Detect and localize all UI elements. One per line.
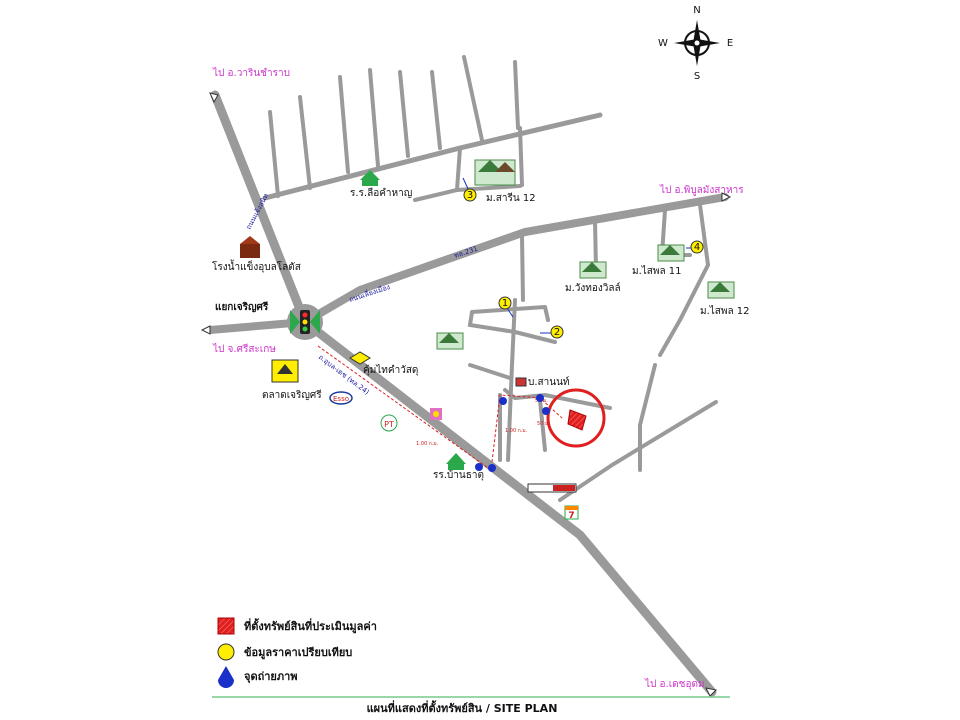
village-saran-icon — [474, 159, 516, 186]
comparable-1-num: 1 — [502, 298, 508, 309]
village-saipol12-icon — [707, 281, 735, 299]
label-saipol12: ม.ไสพล 12 — [700, 305, 750, 317]
legend-comparable: ข้อมูลราคาเปรียบเทียบ — [217, 643, 352, 661]
label-sanon-house: บ.สานนท์ — [528, 376, 570, 388]
school-top-icon — [360, 170, 380, 186]
road-wangthong — [593, 203, 711, 357]
comparable-2: 2 — [540, 325, 564, 339]
shell-logo — [430, 408, 442, 420]
photo-point-icon — [542, 407, 550, 415]
subject-parcel — [567, 409, 587, 431]
pt-text: PT — [384, 420, 394, 429]
photo-points — [475, 394, 550, 472]
compass-s: S — [694, 71, 700, 82]
road-top-branch-4 — [368, 68, 380, 168]
road-top-branch-2 — [298, 95, 312, 190]
label-school-top: ร.ร.ลือคำหาญ — [350, 187, 412, 199]
road-top-branch-5 — [398, 70, 410, 158]
sign-board — [527, 483, 577, 493]
compass-n: N — [693, 5, 700, 16]
road-top-branch-6 — [430, 70, 442, 150]
subject-property — [546, 388, 606, 448]
photo-point-icon — [475, 463, 483, 471]
roundabout — [287, 304, 323, 340]
comparable-3: 3 — [462, 177, 477, 202]
distance-4: 50 ม. — [537, 421, 550, 427]
market-icon — [271, 359, 299, 383]
label-saipol11: ม.ไสพล 11 — [632, 265, 682, 277]
label-wangthong: ม.วังทองวิลล์ — [565, 282, 621, 294]
dest-phibun: ไป อ.พิบูลมังสาหาร — [659, 184, 744, 196]
road-top-branch-8 — [513, 60, 520, 130]
photo-point-icon — [499, 397, 507, 405]
store-icon — [349, 351, 371, 365]
subject-circle — [546, 388, 606, 448]
dest-sisaket: ไป จ.ศรีสะเกษ — [212, 343, 276, 355]
photo-point-icon — [488, 464, 496, 472]
distance-2: 1.00 ก.ม. — [505, 428, 528, 434]
road-subject-access — [498, 393, 547, 462]
legend-photo-label: จุดถ่ายภาพ — [244, 670, 298, 684]
road-top-branch-7 — [462, 55, 484, 142]
legend: ที่ตั้งทรัพย์สินที่ประเมินมูลค่า ข้อมูลร… — [217, 617, 377, 688]
school-bottom-icon — [446, 453, 466, 470]
road-231 — [301, 193, 729, 326]
compass-e: E — [727, 38, 733, 49]
direction-arrows — [200, 92, 732, 697]
road-middle-main — [506, 234, 525, 462]
road-sanon — [468, 363, 612, 410]
photo-point-icon — [536, 394, 544, 402]
legend-photo: จุดถ่ายภาพ — [218, 666, 298, 688]
pt-logo: PT — [380, 414, 398, 432]
legend-subject: ที่ตั้งทรัพย์สินที่ประเมินมูลค่า — [217, 617, 377, 635]
esso-logo: Esso — [329, 391, 353, 405]
sanon-house-icon — [515, 377, 527, 387]
village-saipol11-icon — [657, 244, 685, 262]
road-top-branch-3 — [338, 75, 350, 174]
seven-eleven-logo: 7 — [564, 505, 579, 521]
village-middle-icon — [436, 332, 464, 350]
distance-1: 1.00 ก.ม. — [416, 441, 439, 447]
label-thaikhamwasu: คุ้มไทคำวัสดุ — [363, 364, 418, 376]
arrow-phibun-icon — [721, 192, 732, 202]
arrow-sisaket-icon — [200, 325, 211, 335]
compass-w: W — [658, 38, 668, 49]
comparable-4: 4 — [686, 240, 704, 254]
esso-text: Esso — [333, 395, 349, 403]
arrow-detudom-icon — [705, 687, 718, 697]
label-ice-factory: โรงน้ำแข็งอุบลโลตัส — [212, 259, 301, 273]
comparable-1: 1 — [498, 296, 514, 318]
road-top-diagonal — [262, 112, 603, 201]
arrow-warin-icon — [209, 92, 219, 104]
road-label-231: ทล.231 — [453, 245, 479, 260]
road-top-branch-1 — [268, 110, 280, 198]
legend-subject-label: ที่ตั้งทรัพย์สินที่ประเมินมูลค่า — [244, 618, 377, 634]
label-saran12: ม.สารีน 12 — [486, 192, 536, 204]
label-jaroensri-market: ตลาดเจริญศรี — [262, 389, 322, 401]
label-school-bottom: รร.บ้านธาตุ — [433, 469, 484, 481]
seven-text: 7 — [568, 511, 574, 521]
comparable-3-num: 3 — [467, 190, 473, 201]
dest-detudom: ไป อ.เดชอุดม — [644, 678, 705, 690]
road-east — [558, 363, 718, 502]
road-highway-24 — [210, 90, 717, 697]
village-wangthong-icon — [579, 261, 607, 279]
legend-comparable-label: ข้อมูลราคาเปรียบเทียบ — [244, 646, 352, 660]
legend-photo-icon — [218, 666, 234, 688]
dest-warin: ไป อ.วารินชำราบ — [212, 67, 290, 79]
village-icons — [436, 159, 735, 350]
comparable-4-num: 4 — [694, 242, 700, 253]
legend-subject-icon — [217, 617, 235, 635]
footer-title: แผนที่แสดงที่ตั้งทรัพย์สิน / SITE PLAN — [367, 700, 558, 715]
compass-rose: N S E W — [658, 5, 733, 82]
label-jaroensri-junction: แยกเจริญศรี — [215, 301, 269, 313]
factory-icon — [240, 236, 260, 258]
comparable-2-num: 2 — [554, 327, 560, 338]
legend-comparable-icon — [217, 643, 235, 661]
